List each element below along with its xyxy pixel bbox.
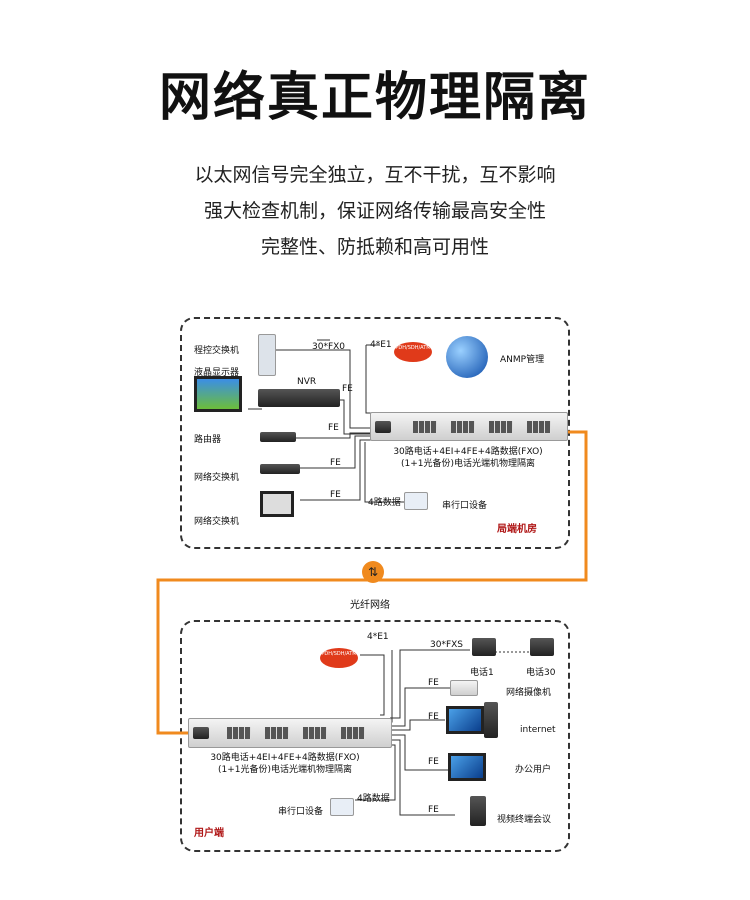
lcd-label: 液晶显示器	[194, 368, 240, 378]
computer-icon	[260, 491, 294, 517]
subtitle-line: 完整性、防抵赖和高可用性	[260, 236, 489, 258]
camera-label: 网络摄像机	[506, 688, 552, 698]
subtitle-line: 以太网信号完全独立，互不干扰，互不影响	[194, 164, 556, 186]
fiber-label: 光纤网络	[350, 600, 390, 611]
fe-link-label: FE	[428, 678, 439, 688]
fe-link-label: FE	[428, 805, 439, 815]
computer-icon	[448, 753, 486, 781]
optical-terminal-device	[370, 412, 568, 441]
equipment-label: 30路电话+4EI+4FE+4路数据(FXO)	[210, 753, 360, 763]
data-link-label: 4路数据	[357, 794, 390, 804]
equipment-label: (1+1光备份)电话光端机物理隔离	[400, 459, 536, 469]
pbx-label: 程控交换机	[194, 346, 240, 356]
fxo-link-label: 30*FX0	[312, 342, 346, 352]
phone30-label: 电话30	[526, 668, 556, 678]
optical-terminal-device	[188, 718, 392, 748]
office-label: 办公用户	[515, 765, 552, 775]
router-icon	[260, 432, 296, 442]
serial-label: 串行口设备	[278, 807, 324, 817]
pbx-icon	[258, 334, 276, 376]
serial-device-icon	[404, 492, 428, 510]
router-label: 路由器	[194, 435, 222, 445]
globe-icon	[446, 336, 488, 378]
line-nvr	[340, 399, 372, 435]
fiber-arrows-icon: ⇅	[362, 561, 384, 583]
fe-link-label: FE	[330, 458, 341, 468]
tower-icon	[484, 702, 498, 738]
fxs-link-label: 30*FXS	[430, 640, 464, 650]
phone-icon	[530, 638, 554, 656]
nvr-label: NVR	[297, 377, 317, 387]
line-fxo	[275, 349, 372, 429]
equipment-label: 30路电话+4EI+4FE+4路数据(FXO)	[393, 447, 543, 457]
phone-icon	[472, 638, 496, 656]
area-label: 用户端	[194, 828, 224, 839]
lcd-monitor-icon	[194, 376, 242, 412]
switch-icon	[260, 464, 300, 474]
video-terminal-icon	[470, 796, 486, 826]
serial-device-icon	[330, 798, 354, 816]
snmp-label: ANMP管理	[500, 355, 545, 365]
camera-icon	[450, 680, 478, 696]
nvr-icon	[258, 389, 340, 407]
computer-icon	[446, 706, 484, 734]
video-label: 视频终端会议	[497, 815, 552, 825]
serial-label: 串行口设备	[442, 501, 488, 511]
line-e1	[365, 344, 380, 414]
phone1-label: 电话1	[470, 668, 494, 678]
network-cloud-icon: PDH/SDH/ATM	[394, 342, 432, 362]
equipment-label: (1+1光备份)电话光端机物理隔离	[217, 765, 353, 775]
fe-link-label: FE	[342, 384, 353, 394]
switch-label: 网络交换机	[194, 517, 240, 527]
e1-link-label: 4*E1	[370, 340, 392, 350]
switch-label: 网络交换机	[194, 473, 240, 483]
fe-link-label: FE	[428, 757, 439, 767]
page-title: 网络真正物理隔离	[158, 68, 591, 128]
data-link-label: 4路数据	[368, 498, 401, 508]
user-area	[180, 620, 570, 852]
fe-link-label: FE	[330, 490, 341, 500]
subtitle-line: 强大检查机制，保证网络传输最高安全性	[203, 200, 546, 222]
area-label: 局端机房	[497, 524, 537, 535]
network-cloud-icon: PDH/SDH/ATM	[320, 648, 358, 668]
e1-link-label: 4*E1	[367, 632, 389, 642]
internet-label: internet	[520, 725, 556, 735]
fe-link-label: FE	[428, 712, 439, 722]
fe-link-label: FE	[328, 423, 339, 433]
